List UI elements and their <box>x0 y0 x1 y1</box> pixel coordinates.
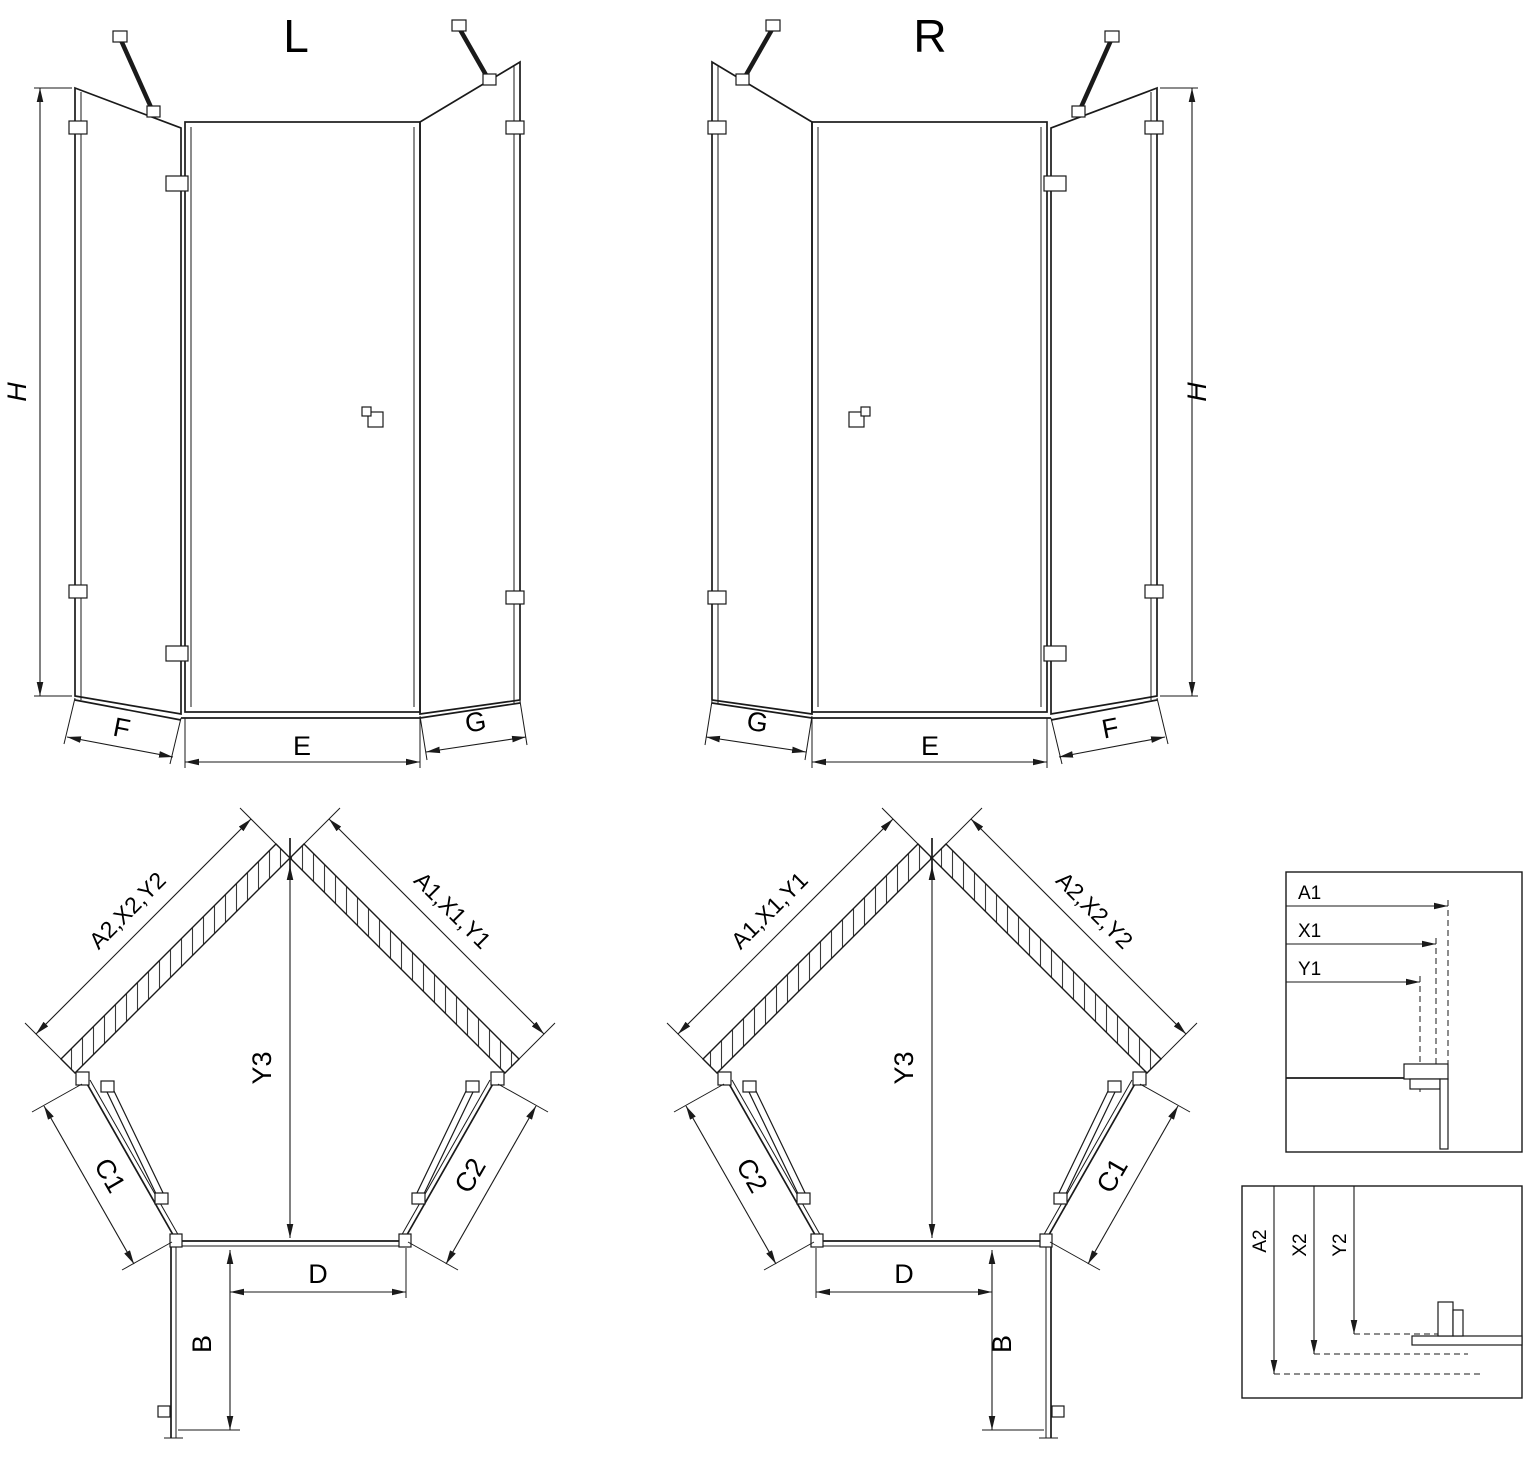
detail-label-a1: A1 <box>1298 883 1321 904</box>
plan-left-upper-left-label: A2,X2,Y2 <box>84 867 171 954</box>
plan-left-d-label: D <box>308 1259 328 1289</box>
detail-label-y2: Y2 <box>1330 1233 1351 1256</box>
detail-label-a2: A2 <box>1250 1229 1271 1252</box>
plan-left-c2-label: C2 <box>449 1153 492 1198</box>
detail-label-x1: X1 <box>1298 921 1321 942</box>
dim-label-g-left: G <box>463 706 488 739</box>
elevation-left-title: L <box>283 10 309 62</box>
detail-bracket <box>1409 1078 1441 1090</box>
detail-wall-profile <box>1403 1063 1449 1080</box>
detail-label-x2: X2 <box>1290 1233 1311 1256</box>
detail-glass-section <box>1411 1335 1523 1346</box>
plan-right-c2-label: C2 <box>730 1153 773 1198</box>
detail-box-top: A1 X1 Y1 <box>1285 871 1523 1153</box>
elevation-right-title: R <box>913 10 946 62</box>
elevation-right-drawing <box>705 20 1198 768</box>
plan-right-drawing <box>667 808 1197 1438</box>
plan-right-upper-right-label: A2,X2,Y2 <box>1051 867 1138 954</box>
plan-right-y3-label: Y3 <box>889 1051 919 1084</box>
plan-left-upper-right-label: A1,X1,Y1 <box>409 867 496 954</box>
plan-right-b-label: B <box>987 1335 1017 1353</box>
dim-label-f-left: F <box>111 712 133 745</box>
plan-left-y3-label: Y3 <box>247 1051 277 1084</box>
detail-bracket <box>1452 1309 1464 1337</box>
plan-left-drawing <box>25 808 555 1438</box>
plan-left-c1-label: C1 <box>88 1153 131 1198</box>
detail-glass-section <box>1439 1078 1449 1150</box>
dim-label-e-right: E <box>921 731 939 761</box>
dim-label-g-right: G <box>745 706 770 739</box>
detail-box-bottom-frame <box>1241 1185 1523 1399</box>
plan-right-upper-left-label: A1,X1,Y1 <box>726 867 813 954</box>
plan-right-c1-label: C1 <box>1091 1153 1134 1198</box>
detail-box-top-frame <box>1285 871 1523 1153</box>
plan-right: A1,X1,Y1 A2,X2,Y2 Y3 C2 C1 D B <box>667 808 1197 1438</box>
detail-wall-profile <box>1437 1301 1454 1337</box>
elevation-left: L H F E G <box>2 10 527 768</box>
plan-right-d-label: D <box>894 1259 914 1289</box>
plan-left: A2,X2,Y2 A1,X1,Y1 Y3 C1 C2 D B <box>25 808 555 1438</box>
elevation-right: R G E F H <box>705 10 1212 768</box>
dim-label-e-left: E <box>293 731 311 761</box>
dim-label-f-right: F <box>1099 712 1121 745</box>
detail-box-bottom: A2 X2 Y2 <box>1241 1185 1523 1399</box>
detail-label-y1: Y1 <box>1298 959 1321 980</box>
plan-left-b-label: B <box>187 1335 217 1353</box>
elevation-left-drawing <box>34 20 527 768</box>
dim-label-h-left: H <box>2 382 32 402</box>
dim-label-h-right: H <box>1182 382 1212 402</box>
